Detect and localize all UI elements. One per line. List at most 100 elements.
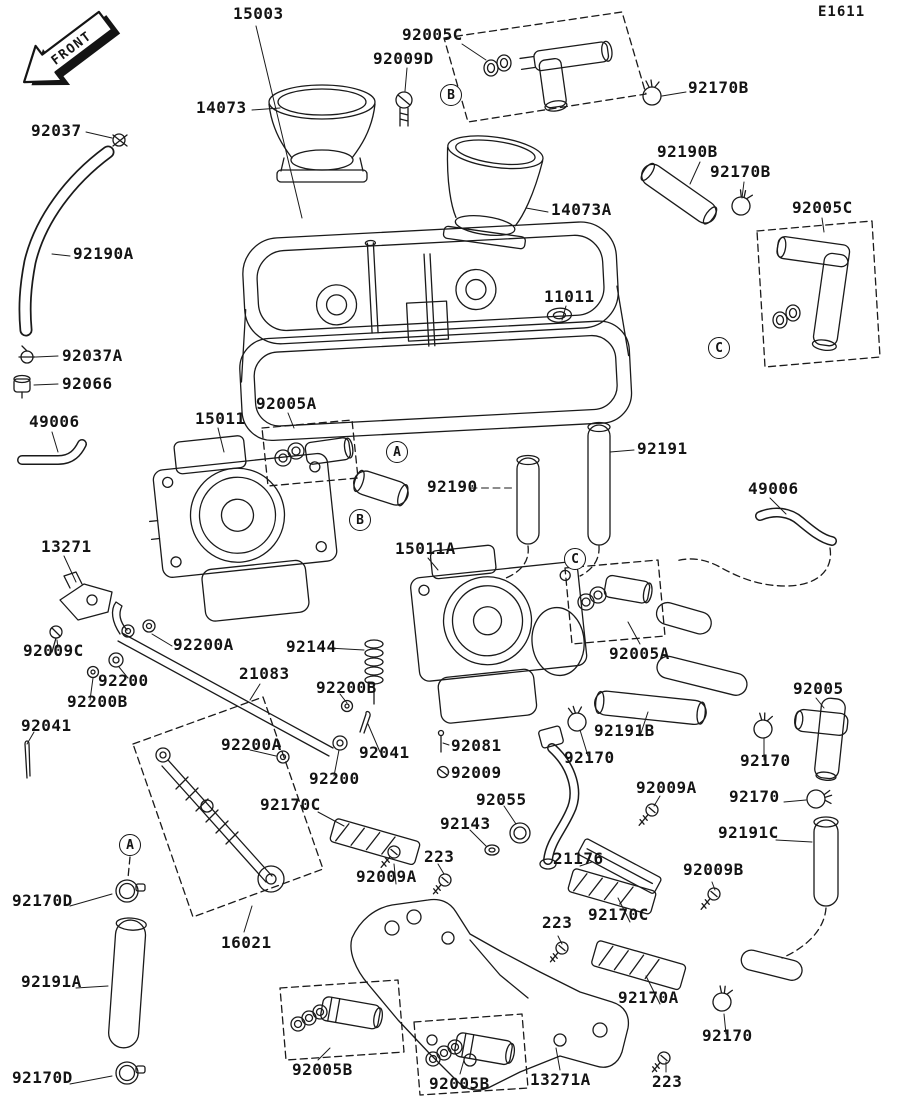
fitting-assembly-92005A-right bbox=[564, 559, 712, 645]
clamp-92170D-upper bbox=[115, 879, 146, 903]
part-label-49006-2: 49006 bbox=[748, 479, 799, 498]
part-label-92143: 92143 bbox=[440, 814, 491, 833]
part-label-92005: 92005 bbox=[793, 679, 844, 698]
part-label-92190B: 92190B bbox=[657, 142, 718, 161]
part-label-92170D-1: 92170D bbox=[12, 891, 73, 910]
part-label-92066: 92066 bbox=[62, 374, 113, 393]
part-label-21083: 21083 bbox=[239, 664, 290, 683]
damper-92170C-lower bbox=[567, 868, 657, 915]
ref-bubble-C-2: C bbox=[564, 548, 586, 570]
clamp-92170D-lower bbox=[115, 1061, 146, 1085]
intake-funnel-14073 bbox=[268, 84, 376, 183]
part-label-13271A: 13271A bbox=[530, 1070, 591, 1089]
screw-92009A-left bbox=[380, 845, 401, 868]
drawing-code: E1611 bbox=[818, 4, 866, 20]
part-label-92200A-2: 92200A bbox=[221, 735, 282, 754]
fitting-assembly-92005B-right bbox=[413, 1013, 529, 1096]
part-label-92041-1: 92041 bbox=[21, 716, 72, 735]
clamp-92037 bbox=[112, 133, 128, 147]
part-label-92009: 92009 bbox=[451, 763, 502, 782]
part-label-15011: 15011 bbox=[195, 409, 246, 428]
part-label-92191A: 92191A bbox=[21, 972, 82, 991]
part-label-92170C-2: 92170C bbox=[588, 905, 649, 924]
hose-92190 bbox=[353, 469, 409, 507]
needle-92081 bbox=[437, 729, 445, 753]
part-label-92200-2: 92200 bbox=[309, 769, 360, 788]
collar-92143 bbox=[484, 844, 500, 856]
part-label-92170-3: 92170 bbox=[729, 787, 780, 806]
part-label-92170-4: 92170 bbox=[702, 1026, 753, 1045]
part-label-92190: 92190 bbox=[427, 477, 478, 496]
damper-92170C-upper bbox=[329, 818, 421, 866]
pin-92041-left bbox=[24, 740, 31, 779]
screw-223-2 bbox=[549, 941, 569, 963]
screw-223-1 bbox=[432, 873, 452, 895]
part-label-92009C: 92009C bbox=[23, 641, 84, 660]
screw-92009D bbox=[395, 91, 413, 127]
part-label-15003: 15003 bbox=[233, 4, 284, 23]
hose-bottom-right bbox=[740, 949, 803, 981]
ref-bubble-B-1: B bbox=[440, 84, 462, 106]
part-label-92200A-1: 92200A bbox=[173, 635, 234, 654]
leader-lines bbox=[26, 25, 825, 1085]
part-label-92081: 92081 bbox=[451, 736, 502, 755]
part-label-15011A: 15011A bbox=[395, 539, 456, 558]
clip-92037A bbox=[18, 345, 36, 364]
part-label-92009A-2: 92009A bbox=[356, 867, 417, 886]
screw-92009A-right bbox=[638, 803, 659, 826]
adjuster-assembly-16021 bbox=[132, 696, 324, 918]
part-label-49006-1: 49006 bbox=[29, 412, 80, 431]
part-label-92005A-1: 92005A bbox=[256, 394, 317, 413]
part-label-223-3: 223 bbox=[652, 1072, 683, 1091]
spring-92144 bbox=[364, 639, 384, 705]
part-label-16021: 16021 bbox=[221, 933, 272, 952]
part-label-14073A: 14073A bbox=[551, 200, 612, 219]
part-label-92170A: 92170A bbox=[618, 988, 679, 1007]
part-label-92005A-2: 92005A bbox=[609, 644, 670, 663]
part-label-21176: 21176 bbox=[553, 849, 604, 868]
part-label-92170-2: 92170 bbox=[740, 751, 791, 770]
clamp-92170B-right bbox=[731, 189, 754, 216]
carburetor-15011A bbox=[410, 544, 588, 724]
clamp-92170-c bbox=[806, 789, 833, 809]
part-label-223-1: 223 bbox=[424, 847, 455, 866]
stay-21176 bbox=[577, 838, 662, 894]
hose-92191A bbox=[108, 917, 147, 1049]
pin-92041-right bbox=[359, 710, 371, 734]
part-label-223-2: 223 bbox=[542, 913, 573, 932]
ref-bubble-B-2: B bbox=[349, 509, 371, 531]
part-label-92190A: 92190A bbox=[73, 244, 134, 263]
clamp-92170-b bbox=[753, 712, 773, 739]
part-label-92041-2: 92041 bbox=[359, 743, 410, 762]
fitting-assembly-right-C bbox=[756, 220, 881, 368]
screw-223-3 bbox=[651, 1051, 671, 1073]
rod-21083 bbox=[111, 601, 334, 757]
part-label-92009D: 92009D bbox=[373, 49, 434, 68]
part-label-92005C-2: 92005C bbox=[792, 198, 853, 217]
part-label-92191B: 92191B bbox=[594, 721, 655, 740]
part-label-13271: 13271 bbox=[41, 537, 92, 556]
part-label-92005B-1: 92005B bbox=[292, 1060, 353, 1079]
hose-92190-vertical bbox=[516, 454, 540, 545]
part-label-92170-1: 92170 bbox=[564, 748, 615, 767]
screw-92009C bbox=[49, 625, 63, 653]
part-label-92037: 92037 bbox=[31, 121, 82, 140]
part-label-92200B-1: 92200B bbox=[316, 678, 377, 697]
screw-92009 bbox=[436, 765, 450, 779]
part-label-11011: 11011 bbox=[544, 287, 595, 306]
bracket-13271A bbox=[350, 898, 630, 1091]
part-label-92144: 92144 bbox=[286, 637, 337, 656]
clamp-92170-a bbox=[567, 705, 587, 732]
part-label-92191C: 92191C bbox=[718, 823, 779, 842]
part-label-92170C-1: 92170C bbox=[260, 795, 321, 814]
part-label-92037A: 92037A bbox=[62, 346, 123, 365]
ref-bubble-A-2: A bbox=[119, 834, 141, 856]
fitting-assembly-92005B-left bbox=[279, 979, 405, 1061]
clamp-92170B-top bbox=[642, 79, 662, 106]
clamp-92170-d bbox=[712, 985, 734, 1012]
part-label-92200-1: 92200 bbox=[98, 671, 149, 690]
hose-92191B-upper bbox=[656, 655, 748, 696]
plug-92066 bbox=[13, 374, 31, 399]
part-label-92170D-2: 92170D bbox=[12, 1068, 73, 1087]
